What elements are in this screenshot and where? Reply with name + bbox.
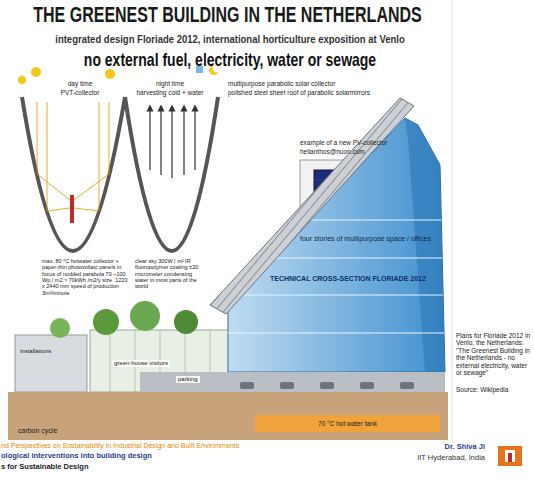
ray [74, 102, 109, 200]
arrow [194, 108, 195, 170]
source-note: Source: Wikipedia [456, 386, 532, 393]
sun-icon [31, 67, 41, 77]
slide-edge [452, 0, 453, 440]
ray [37, 102, 70, 200]
panel-label: polished steel sheet roof of parabolic s… [228, 89, 448, 96]
part-label: installations [20, 348, 82, 355]
car [400, 382, 414, 389]
arrow [171, 108, 172, 178]
installations-block [15, 335, 87, 392]
ray [74, 102, 99, 211]
figure-label: example of a new PV-collector [300, 139, 450, 146]
headline: no external fuel, electricity, water or … [10, 49, 450, 70]
car [320, 382, 334, 389]
side-caption: Plans for Floriade 2012 in Venlo, the Ne… [456, 332, 532, 377]
panel-label: multipurpose parabolic solar collector [228, 80, 448, 87]
sun-icon [105, 69, 115, 79]
spec-note: max. 80 °C hotwater collector + paper-th… [42, 258, 130, 296]
node-text: carbon cycle [18, 427, 57, 435]
ray [47, 102, 70, 211]
pvt-collector [70, 195, 74, 223]
car [280, 382, 294, 389]
arrow [149, 108, 150, 170]
arrow [160, 108, 161, 175]
spec-note: clear sky 300W / m² IR fluoropolymer coa… [135, 258, 203, 290]
tree [50, 318, 70, 338]
part-label: parking [176, 376, 200, 383]
panel-label: night time [130, 80, 210, 87]
footer-module: s for Sustainable Design [1, 463, 381, 472]
glass-facade [228, 118, 445, 372]
hot-water-tank: 70 °C hot water tank [255, 415, 440, 432]
glass-facade-side [405, 118, 445, 372]
parabola-mirror [22, 97, 125, 251]
sun-icon [18, 76, 26, 84]
car [240, 382, 254, 389]
email-label: helianthos@nuon.com [300, 148, 450, 155]
ground-band: 70 °C hot water tank carbon cycle [8, 392, 448, 440]
panel-label: harvesting cold + water [118, 89, 222, 96]
tree [130, 301, 160, 331]
author-affiliation: IIT Hyderabad, India [375, 454, 485, 463]
author-name: Dr. Shiva Ji [375, 443, 485, 452]
frame-line [110, 330, 111, 392]
logo-detail [508, 453, 512, 462]
floor-line [228, 333, 445, 334]
heat-radiation-arrows [150, 108, 195, 178]
arrow [183, 108, 184, 175]
parabola-mirror [125, 97, 218, 251]
section-label: TECHNICAL CROSS-SECTION FLORIADE 2012 [270, 275, 435, 283]
floor-line [228, 295, 445, 296]
node-text: 70 °C hot water tank [318, 420, 377, 427]
slide-title: THE GREENEST BUILDING IN THE NETHERLANDS [0, 3, 455, 28]
floor-line [228, 220, 445, 221]
institute-logo [498, 446, 522, 466]
parking-level [140, 372, 445, 392]
footer-topic: ological interventions into building des… [1, 452, 381, 461]
subtitle: integrated design Floriade 2012, interna… [10, 33, 450, 46]
part-label: green-house visitors [112, 360, 170, 367]
footer-course: nd Perspectives on Sustainability in Ind… [1, 442, 381, 450]
car [360, 382, 374, 389]
tree [93, 309, 119, 335]
panel-label: day time [40, 80, 120, 87]
tree [174, 310, 198, 334]
space-label: four stories of multipurpose space / off… [300, 235, 435, 243]
logo-detail [505, 450, 515, 462]
cars [240, 382, 414, 389]
sun-rays [37, 102, 109, 211]
panel-label: PVT-collector [30, 89, 130, 96]
